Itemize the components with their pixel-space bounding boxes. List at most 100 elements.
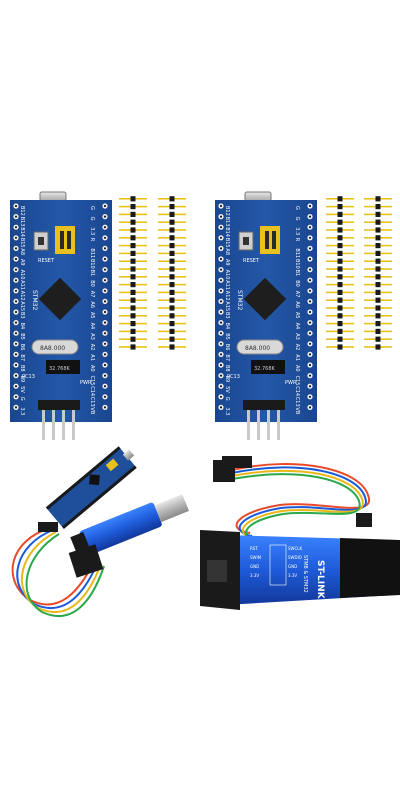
pin-hole (219, 363, 223, 367)
header-plastic (130, 258, 136, 264)
idc-connector (68, 544, 104, 578)
header-plastic (130, 274, 136, 280)
header-plastic (375, 250, 381, 256)
pin-hole (308, 342, 312, 345)
header-plastic (337, 250, 343, 256)
pin-hole (308, 204, 312, 208)
header-plastic (337, 336, 343, 342)
header-plastic (169, 227, 175, 233)
pin-label: C14 (89, 386, 95, 396)
stlink-pin-label: RST (250, 546, 258, 551)
rtc-crystal (251, 360, 285, 374)
stlink-title: ST-LINK V2 (315, 560, 325, 615)
pin-label: B5 (19, 333, 25, 340)
header-plastic (337, 219, 343, 225)
pin-label: VB (294, 407, 300, 414)
pin-label: B12 (224, 206, 230, 216)
pin-hole (103, 310, 107, 314)
pin-label: G (19, 397, 25, 401)
chip-brand-label: STM32 (236, 290, 243, 310)
header-plastic (130, 344, 136, 350)
header-plastic (337, 344, 343, 350)
pin-row-bottom (61, 465, 137, 529)
pin-label: A4 (294, 323, 300, 330)
pin-label: A0 (294, 365, 300, 372)
pin-hole (103, 374, 107, 377)
pin-label: A1 (89, 354, 95, 361)
pin-hole (308, 215, 312, 218)
swd-pin (62, 410, 65, 440)
pin-label: 3.3 (294, 227, 300, 235)
pin-label: 5V (19, 386, 25, 393)
pin-label: B1 (294, 270, 300, 277)
pin-hole (14, 300, 18, 303)
crystal-label: 8A8.000 (245, 345, 270, 352)
reset-label: RESET (243, 258, 260, 264)
header-plastic (337, 274, 343, 280)
pin-label: B7 (19, 354, 25, 361)
pin-hole (219, 374, 223, 377)
pin-hole (308, 257, 312, 261)
pin-label: B9 (19, 376, 25, 383)
pin-label: 3.3 (224, 407, 230, 415)
header-plastic (169, 274, 175, 280)
header-plastic (375, 336, 381, 342)
swd-pin (52, 410, 55, 440)
header-plastic (169, 219, 175, 225)
header-plastic (169, 211, 175, 217)
header-plastic (130, 235, 136, 241)
header-plastic (169, 266, 175, 272)
pin-label: B12 (19, 206, 25, 216)
header-plastic (130, 211, 136, 217)
pin-label: R (294, 238, 300, 242)
header-plastic (337, 235, 343, 241)
pin-hole (103, 215, 107, 218)
pin-label: B14 (224, 227, 230, 237)
header-plastic (375, 321, 381, 327)
stlink-pin-label: SWCLK (288, 546, 303, 551)
pin-hole (14, 395, 18, 398)
pin-hole (219, 310, 223, 314)
header-plastic (130, 336, 136, 342)
pin-label: A3 (89, 333, 95, 340)
wire-green (25, 533, 105, 618)
pin-label: A9 (19, 259, 25, 266)
header-plastic (130, 227, 136, 233)
header-plastic (375, 196, 381, 202)
pin-label: A7 (294, 291, 300, 298)
board-with-programmer (11, 446, 190, 618)
header-plastic (130, 219, 136, 225)
pin-label: A12 (19, 291, 25, 301)
pin-hole (308, 363, 312, 367)
header-plastic (337, 282, 343, 288)
pin-hole (219, 395, 223, 398)
pin-hole (14, 289, 18, 292)
stlink-pin-label: GND (288, 564, 297, 569)
pin-hole (308, 289, 312, 292)
pin-label: VB (89, 407, 95, 414)
mcu-chip (38, 277, 82, 321)
pin-hole (308, 300, 312, 303)
header-plastic (130, 289, 136, 295)
header-plastic (169, 258, 175, 264)
mcu-chip (243, 277, 287, 321)
header-plastic (169, 321, 175, 327)
mcu-chip (89, 474, 100, 486)
pin-label: B15 (224, 238, 230, 248)
crystal-label: 8A8.000 (40, 345, 65, 352)
pin-hole (103, 342, 107, 345)
reset-button-cap (243, 237, 249, 245)
pin-label: A0 (89, 365, 95, 372)
jumper-pin (60, 231, 64, 249)
pin-hole (14, 332, 18, 335)
header-plastic (375, 227, 381, 233)
pin-label: G (294, 217, 300, 221)
header-plastic (375, 235, 381, 241)
swd-header-base (243, 400, 285, 410)
pin-hole (14, 279, 18, 282)
header-plastic (169, 243, 175, 249)
pin-hole (308, 353, 312, 356)
pin-label: G (294, 206, 300, 210)
pin-hole (219, 215, 223, 218)
